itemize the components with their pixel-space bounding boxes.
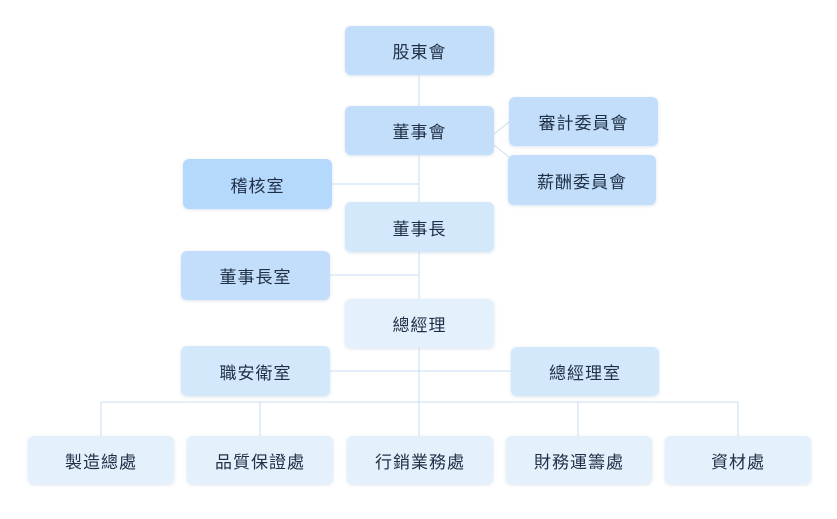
audit-committee-connector [493, 121, 510, 135]
division-node: 財務運籌處 [506, 436, 652, 484]
division-node: 品質保證處 [187, 436, 333, 484]
chairman-office-node: 董事長室 [181, 251, 330, 300]
gm-office-node: 總經理室 [511, 347, 659, 396]
shareholders-node: 股東會 [345, 26, 494, 75]
division-node: 行銷業務處 [347, 436, 493, 484]
safety-office-node: 職安衛室 [181, 346, 330, 396]
audit-committee-node: 審計委員會 [509, 97, 658, 146]
division-node: 資材處 [665, 436, 811, 484]
board-node: 董事會 [345, 106, 494, 155]
remuneration-committee-node: 薪酬委員會 [508, 155, 656, 205]
division-node: 製造總處 [28, 436, 174, 484]
chairman-node: 董事長 [345, 202, 494, 252]
general-manager-node: 總經理 [345, 299, 494, 348]
remuneration-committee-connector [493, 144, 510, 158]
internal-audit-node: 稽核室 [183, 159, 332, 209]
